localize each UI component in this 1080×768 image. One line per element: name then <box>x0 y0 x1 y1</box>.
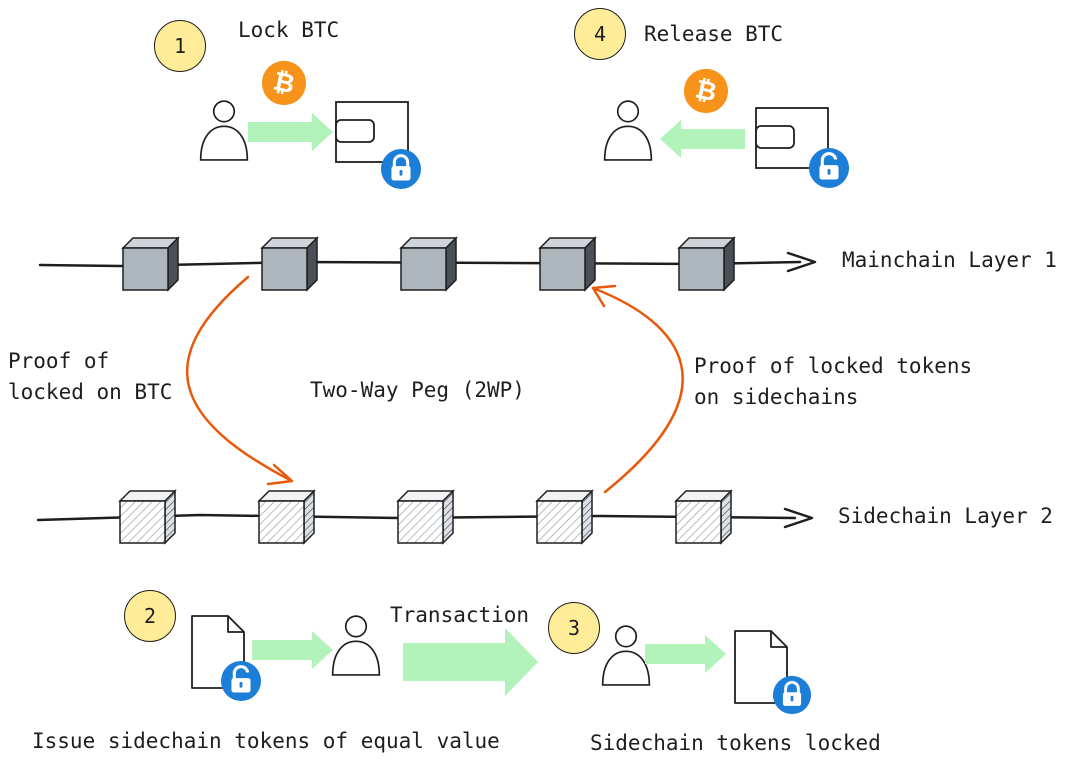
step-2-label: Issue sidechain tokens of equal value <box>32 729 500 753</box>
proof-left-line-2: locked on BTC <box>8 380 173 404</box>
user-icon <box>331 615 381 676</box>
mainchain-block <box>677 236 736 292</box>
proof-left-line-1: Proof of <box>8 349 110 373</box>
lock-open-icon <box>808 147 850 189</box>
step-badge-4: 4 <box>574 8 626 60</box>
step-badge-1: 1 <box>154 20 206 72</box>
sidechain-block <box>257 489 316 545</box>
sidechain-block <box>535 489 594 545</box>
green-arrow-right <box>645 635 726 673</box>
peg-arrow-down <box>186 275 294 486</box>
sidechain-block <box>396 489 455 545</box>
sidechain-block <box>118 489 177 545</box>
peg-arrow-up <box>591 284 684 494</box>
peg-title: Two-Way Peg (2WP) <box>310 378 525 402</box>
bitcoin-coin-icon <box>261 60 307 106</box>
wallet-icon <box>335 101 409 163</box>
step-1-label: Lock BTC <box>238 18 340 42</box>
proof-right-line-2: on sidechains <box>694 385 859 409</box>
user-icon <box>603 100 653 161</box>
step-3-label: Sidechain tokens locked <box>590 731 881 755</box>
transaction-label: Transaction <box>390 603 530 627</box>
green-arrow-left <box>660 120 745 158</box>
lock-closed-icon <box>772 675 812 715</box>
transaction-arrow <box>403 628 538 696</box>
mainchain-block <box>260 236 319 292</box>
mainchain-block <box>399 236 458 292</box>
green-arrow-right <box>252 631 333 669</box>
bitcoin-coin-icon <box>683 68 729 114</box>
mainchain-blocks <box>121 236 736 292</box>
proof-right-line-1: Proof of locked tokens <box>694 354 973 378</box>
mainchain-block <box>121 236 180 292</box>
sidechain-blocks <box>118 489 733 545</box>
step-badge-2: 2 <box>124 590 176 642</box>
sidechain-layer-label: Sidechain Layer 2 <box>838 504 1053 528</box>
mainchain-layer-label: Mainchain Layer 1 <box>842 248 1057 272</box>
green-arrow-right <box>248 113 333 151</box>
step-badge-3: 3 <box>548 602 600 654</box>
user-icon <box>601 625 651 686</box>
lock-open-icon <box>220 660 262 702</box>
user-icon <box>199 100 249 161</box>
mainchain-block <box>538 236 597 292</box>
lock-closed-icon <box>380 148 422 190</box>
step-4-label: Release BTC <box>644 22 784 46</box>
sidechain-block <box>674 489 733 545</box>
